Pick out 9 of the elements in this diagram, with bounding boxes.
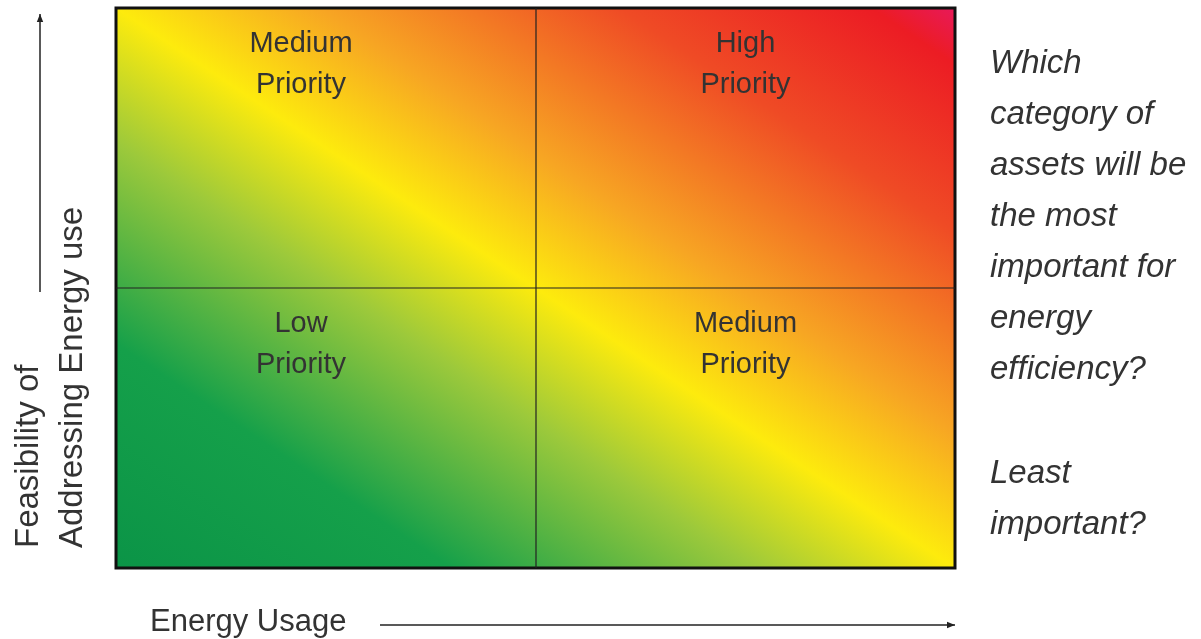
axis-title: Feasibility of <box>8 364 46 548</box>
priority-label: Medium Priority <box>692 305 799 381</box>
axis-title: Addressing Energy use <box>52 206 90 548</box>
priority-label: Low Priority <box>254 305 348 381</box>
priority-label: Medium Priority <box>248 25 354 101</box>
question-text: Least important? <box>990 452 1147 543</box>
priority-label: High Priority <box>699 25 792 101</box>
axis-title: Energy Usage <box>150 603 347 639</box>
question-text: Which category of assets will be the most important for energy efficiency? <box>990 42 1188 388</box>
